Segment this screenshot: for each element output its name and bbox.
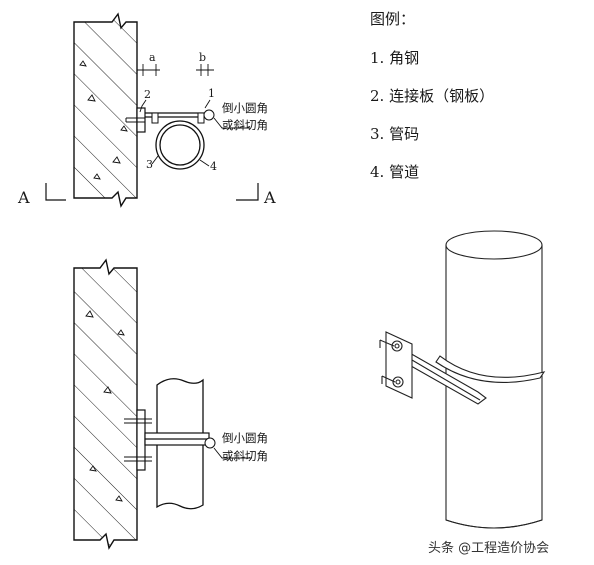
- callout-3: 3: [146, 158, 153, 171]
- corner-note-line2-top: 或斜切角: [222, 118, 268, 132]
- legend: 图例： 1. 角钢 2. 连接板（钢板） 3. 管码 4. 管道: [370, 8, 494, 199]
- section-label-left: A: [17, 188, 30, 207]
- dimension-b: [196, 64, 214, 76]
- corner-note-line2-side: 或斜切角: [222, 449, 268, 463]
- legend-title: 图例：: [370, 10, 416, 28]
- angle-edge: [411, 359, 481, 401]
- clamp-band-isometric: [435, 355, 546, 383]
- callout-1: 1: [208, 87, 215, 100]
- legend-item-angle-steel: 1. 角钢: [370, 49, 420, 67]
- section-label-right: A: [263, 188, 276, 207]
- wall-aggregate-side: [85, 310, 125, 502]
- anchor-bolts-side: [124, 418, 152, 462]
- dim-a-label: a: [149, 51, 156, 64]
- legend-item-connecting-plate: 2. 连接板（钢板）: [370, 87, 495, 105]
- legend-item-pipe-clamp: 3. 管码: [370, 125, 420, 143]
- angle-steel-side: [144, 432, 210, 446]
- isometric-view: [379, 230, 546, 529]
- plan-view: a b: [17, 12, 276, 208]
- anchor-bolt-top: [125, 117, 145, 123]
- wall-aggregate: [79, 60, 128, 180]
- connecting-plate-top: [136, 107, 146, 133]
- corner-note-line1-top: 倒小圆角: [222, 101, 268, 115]
- bolts-isometric: [379, 339, 404, 388]
- corner-detail-circle-top: [203, 109, 215, 121]
- dimension-a: [136, 64, 160, 76]
- callout-leaders-top: [139, 99, 250, 167]
- pipe-top-ellipse: [445, 230, 543, 260]
- clamp-bolts-top: [151, 112, 205, 124]
- callout-2: 2: [144, 88, 151, 101]
- corner-note-line1-side: 倒小圆角: [222, 431, 268, 445]
- callout-4: 4: [210, 160, 217, 173]
- dim-b-label: b: [199, 51, 206, 64]
- legend-item-pipe: 4. 管道: [370, 163, 420, 181]
- corner-leader-side: [213, 447, 252, 459]
- wall-section-top: [73, 12, 138, 208]
- pipe-bottom-edge: [445, 519, 543, 529]
- watermark: 头条 @工程造价协会: [428, 541, 550, 556]
- wall-section-side: [73, 258, 138, 550]
- corner-detail-circle-side: [204, 437, 216, 449]
- elevation-view: 倒小圆角 或斜切角: [73, 258, 268, 550]
- section-marks: [45, 183, 259, 201]
- pipe-section-top: [159, 124, 201, 166]
